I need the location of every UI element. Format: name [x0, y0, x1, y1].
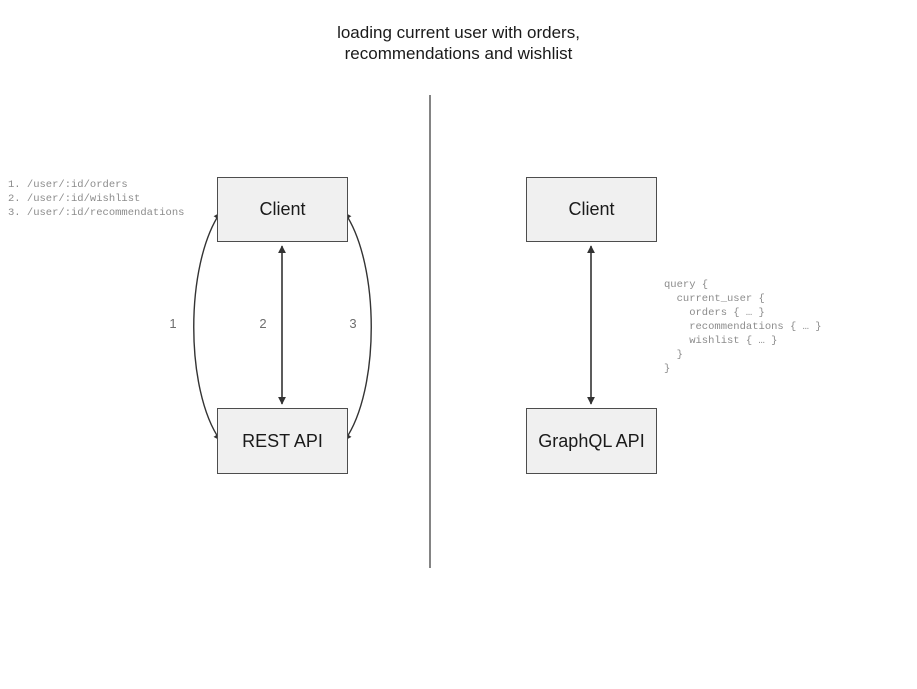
edge-curve-3	[344, 212, 372, 441]
edge-label-3: 3	[349, 316, 357, 331]
node-client-rest[interactable]: Client	[217, 177, 348, 242]
node-client-graphql[interactable]: Client	[526, 177, 657, 242]
edge-label-1: 1	[169, 316, 177, 331]
graphql-query-snippet: query { current_user { orders { … } reco…	[664, 279, 822, 375]
node-rest-api[interactable]: REST API	[217, 408, 348, 474]
diagram-title: loading current user with orders, recomm…	[337, 23, 580, 63]
edge-label-2: 2	[259, 316, 267, 331]
rest-endpoint-list: 1. /user/:id/orders 2. /user/:id/wishlis…	[8, 179, 185, 219]
node-graphql-api[interactable]: GraphQL API	[526, 408, 657, 474]
edge-curve-1	[193, 212, 221, 441]
